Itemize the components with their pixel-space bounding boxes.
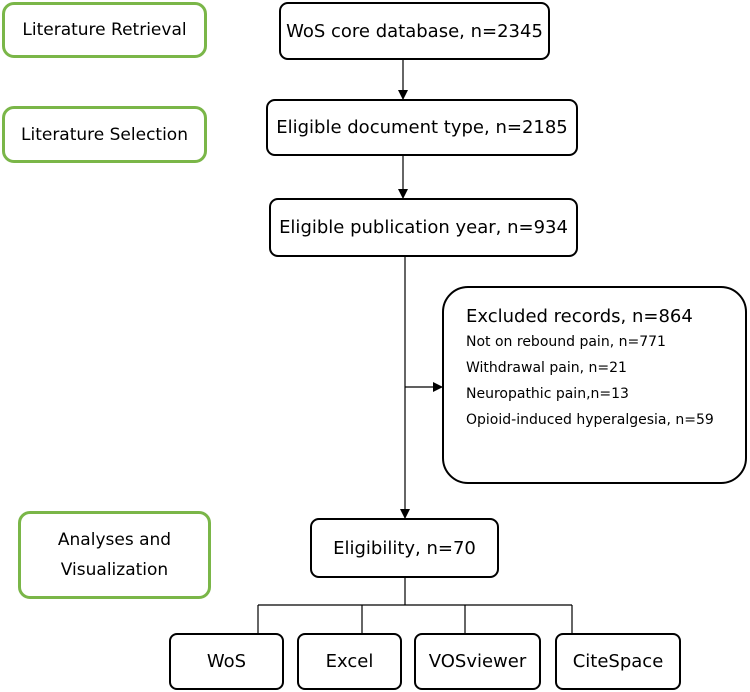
stage-literature-selection-label: Literature Selection: [21, 124, 188, 145]
eligible-document-type-box: Eligible document type, n=2185: [266, 99, 578, 156]
wos-core-database-label: WoS core database, n=2345: [286, 20, 543, 42]
excluded-records-box: Excluded records, n=864 Not on rebound p…: [442, 286, 747, 484]
stage-literature-retrieval-label: Literature Retrieval: [22, 20, 187, 40]
eligible-document-type-label: Eligible document type, n=2185: [276, 117, 568, 138]
excluded-item-withdrawal: Withdrawal pain, n=21: [466, 360, 627, 376]
excluded-item-neuropathic: Neuropathic pain,n=13: [466, 386, 629, 402]
eligible-publication-year-label: Eligible publication year, n=934: [279, 217, 568, 238]
stage-analyses-label-line1: Analyses and: [57, 530, 172, 550]
tool-citespace-box: CiteSpace: [555, 633, 681, 690]
tool-excel-box: Excel: [297, 633, 402, 690]
excluded-item-opioid: Opioid-induced hyperalgesia, n=59: [466, 412, 714, 428]
tool-vosviewer-box: VOSviewer: [414, 633, 541, 690]
stage-analyses-visualization: Analyses and Visualization: [18, 511, 211, 599]
excluded-records-title: Excluded records, n=864: [466, 306, 693, 327]
tool-wos-label: WoS: [206, 651, 247, 672]
eligible-publication-year-box: Eligible publication year, n=934: [269, 198, 578, 257]
stage-literature-retrieval: Literature Retrieval: [2, 2, 207, 58]
tool-citespace-label: CiteSpace: [572, 651, 664, 672]
stage-literature-selection: Literature Selection: [2, 106, 207, 163]
tool-excel-label: Excel: [325, 651, 374, 672]
wos-core-database-box: WoS core database, n=2345: [279, 2, 550, 60]
eligibility-box: Eligibility, n=70: [310, 518, 499, 578]
tool-wos-box: WoS: [169, 633, 284, 690]
eligibility-label: Eligibility, n=70: [333, 537, 476, 559]
excluded-item-not-rebound: Not on rebound pain, n=771: [466, 334, 666, 350]
tool-vosviewer-label: VOSviewer: [428, 651, 527, 672]
stage-analyses-label-line2: Visualization: [60, 560, 169, 580]
